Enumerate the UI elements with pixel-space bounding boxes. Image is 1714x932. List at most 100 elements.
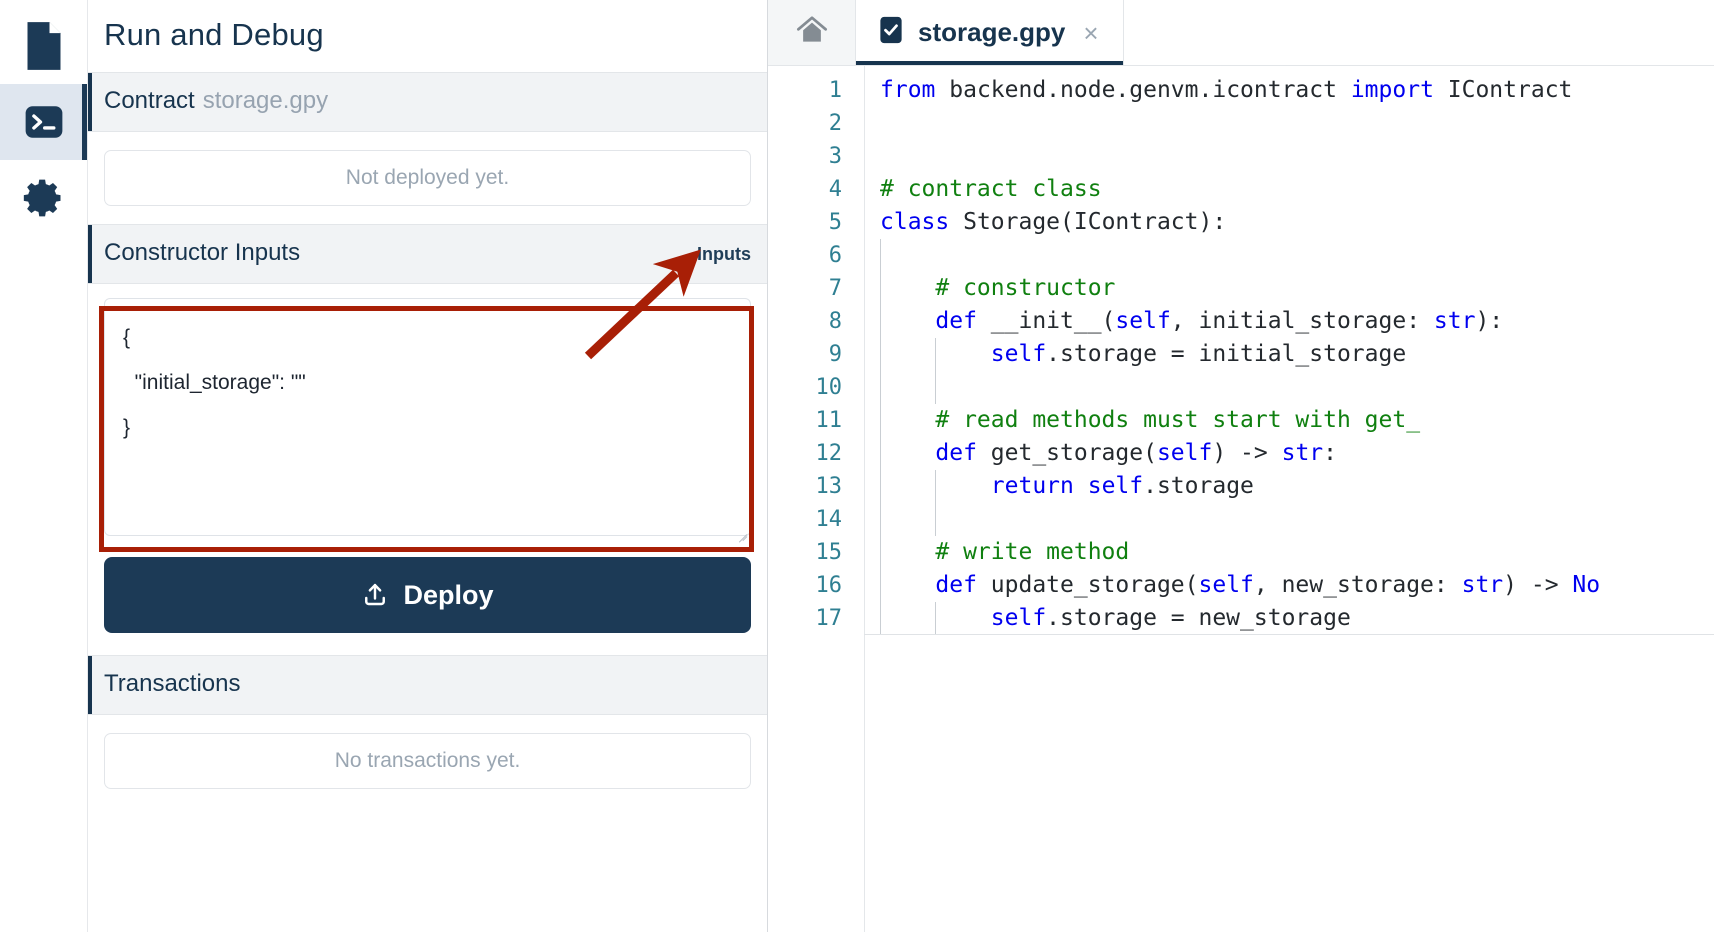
code-line: 4 # contract class	[768, 173, 1714, 206]
code-content[interactable]: 1 from backend.node.genvm.icontract impor…	[768, 66, 1714, 932]
indent-guide	[880, 503, 881, 536]
line-number: 1	[828, 78, 842, 103]
code-line: 2	[768, 107, 1714, 140]
code-line: 12 def get_storage(self) -> str:	[768, 437, 1714, 470]
line-number: 5	[828, 210, 842, 235]
indent-guide	[880, 239, 881, 272]
line-number: 16	[815, 573, 843, 598]
home-icon	[795, 15, 829, 50]
transactions-empty-state: No transactions yet.	[104, 733, 751, 790]
code-line: 7 # constructor	[768, 272, 1714, 305]
code-text: # write method	[880, 539, 1130, 565]
indent-guide	[935, 602, 937, 635]
code-text: # contract class	[880, 176, 1102, 202]
transactions-body: No transactions yet.	[88, 715, 767, 807]
indent-guide	[935, 338, 937, 371]
line-number: 15	[815, 540, 843, 565]
code-line: 11 # read methods must start with get_	[768, 404, 1714, 437]
sidebar-item-files[interactable]	[0, 8, 87, 84]
line-number: 17	[815, 606, 843, 631]
code-line: 1 from backend.node.genvm.icontract impor…	[768, 74, 1714, 107]
indent-guide	[880, 338, 881, 371]
line-number: 13	[815, 474, 843, 499]
tab-storage-gpy[interactable]: storage.gpy ×	[856, 0, 1124, 65]
tab-label: storage.gpy	[918, 17, 1066, 47]
indent-guide	[880, 272, 881, 305]
file-check-icon	[878, 15, 904, 50]
transactions-title: Transactions	[104, 670, 241, 698]
line-number: 8	[828, 309, 842, 334]
line-number: 9	[828, 342, 842, 367]
close-icon[interactable]: ×	[1083, 17, 1099, 48]
code-line: 3	[768, 140, 1714, 173]
deploy-button-label: Deploy	[403, 579, 494, 610]
gear-icon	[22, 176, 66, 220]
indent-guide	[935, 503, 937, 536]
line-number: 4	[828, 177, 842, 202]
editor-tabbar: storage.gpy ×	[768, 0, 1714, 66]
indent-guide	[880, 437, 881, 470]
deploy-button[interactable]: Deploy	[104, 557, 751, 634]
upload-icon	[361, 581, 389, 609]
code-text: self.storage = new_storage	[990, 605, 1351, 631]
gutter-divider	[864, 66, 865, 932]
contract-filename: storage.gpy	[202, 87, 329, 115]
indent-guide	[880, 470, 881, 503]
terminal-icon	[23, 101, 65, 143]
code-text: def get_storage(self) -> str:	[935, 440, 1337, 466]
line-number: 2	[828, 111, 842, 136]
code-line: 16 def update_storage(self, new_storage:…	[768, 569, 1714, 602]
code-text: # constructor	[880, 275, 1116, 301]
code-text: self.storage = initial_storage	[990, 341, 1407, 367]
code-line: 13 return self.storage	[768, 470, 1714, 503]
code-text: from backend.node.genvm.icontract import…	[880, 77, 1573, 103]
constructor-inputs-title: Constructor Inputs	[104, 239, 301, 267]
code-text: def update_storage(self, new_storage: st…	[935, 572, 1601, 598]
code-editor: storage.gpy × 1 from backend.node.genvm.i…	[768, 0, 1714, 932]
constructor-inputs-wrapper	[104, 298, 751, 541]
code-text: # read methods must start with get_	[880, 407, 1421, 433]
code-line: 15 # write method	[768, 536, 1714, 569]
code-bottom-border	[864, 634, 1714, 635]
code-text: return self.storage	[990, 473, 1254, 499]
indent-guide	[880, 602, 881, 635]
line-number: 12	[815, 441, 843, 466]
inputs-label[interactable]: Inputs	[697, 244, 751, 265]
code-line: 14	[768, 503, 1714, 536]
indent-guide	[880, 305, 881, 338]
line-number: 10	[815, 375, 843, 400]
line-number: 11	[815, 408, 843, 433]
line-number: 6	[828, 243, 842, 268]
code-line: 17 self.storage = new_storage	[768, 602, 1714, 635]
page-title: Run and Debug	[104, 17, 324, 52]
line-number: 7	[828, 276, 842, 301]
contract-label: Contract	[104, 87, 195, 115]
indent-guide	[935, 470, 937, 503]
code-text: class Storage(IContract):	[880, 209, 1227, 235]
sidebar-item-run-and-debug[interactable]	[0, 84, 87, 160]
code-line: 10	[768, 371, 1714, 404]
deployment-status: Not deployed yet.	[104, 150, 751, 207]
code-line: 9 self.storage = initial_storage	[768, 338, 1714, 371]
line-number: 14	[815, 507, 843, 532]
indent-guide	[880, 536, 881, 569]
activity-bar	[0, 0, 88, 932]
file-icon	[22, 20, 66, 72]
constructor-inputs-textarea[interactable]	[104, 298, 751, 537]
code-line: 5 class Storage(IContract):	[768, 206, 1714, 239]
transactions-section-header: Transactions	[88, 655, 767, 716]
contract-status-body: Not deployed yet.	[88, 132, 767, 224]
code-line: 8 def __init__(self, initial_storage: st…	[768, 305, 1714, 338]
code-line: 6	[768, 239, 1714, 272]
indent-guide	[880, 404, 881, 437]
indent-guide	[935, 371, 937, 404]
code-text: def __init__(self, initial_storage: str)…	[935, 308, 1504, 334]
line-number: 3	[828, 144, 842, 169]
sidebar-item-settings[interactable]	[0, 160, 87, 236]
code-lines: 1 from backend.node.genvm.icontract impor…	[768, 74, 1714, 635]
constructor-inputs-header: Constructor Inputs Inputs	[88, 224, 767, 285]
tab-home[interactable]	[768, 0, 856, 65]
